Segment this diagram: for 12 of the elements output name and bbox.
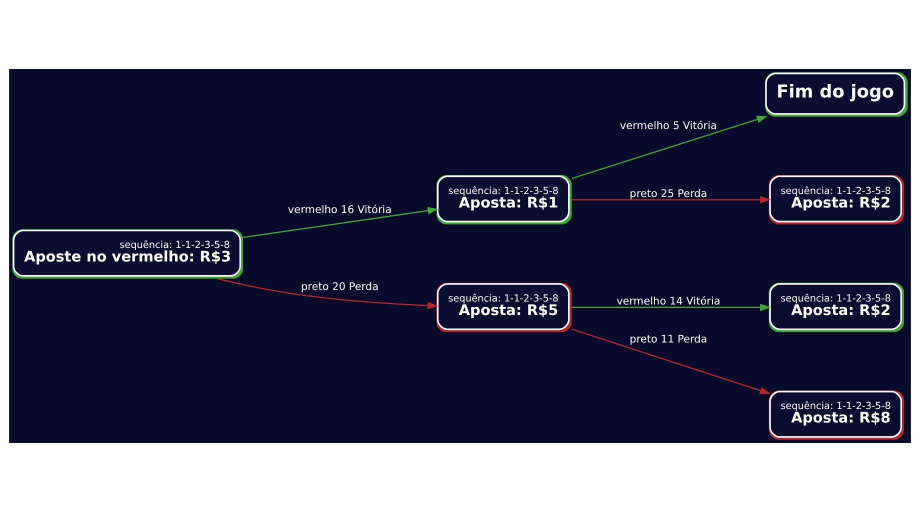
arrow [572,196,771,203]
edge-label: vermelho 14 Vitória [616,294,720,307]
arrow [217,278,438,309]
edge-label: preto 25 Perda [630,187,708,200]
edge-label: preto 11 Perda [630,333,708,346]
arrow [243,206,438,238]
arrow [572,115,768,179]
edge-label: vermelho 5 Vitória [620,119,717,132]
edge-label: vermelho 16 Vitória [288,204,392,216]
arrow [572,303,771,311]
edge-label: preto 20 Perda [301,280,379,292]
arrow [572,328,771,394]
